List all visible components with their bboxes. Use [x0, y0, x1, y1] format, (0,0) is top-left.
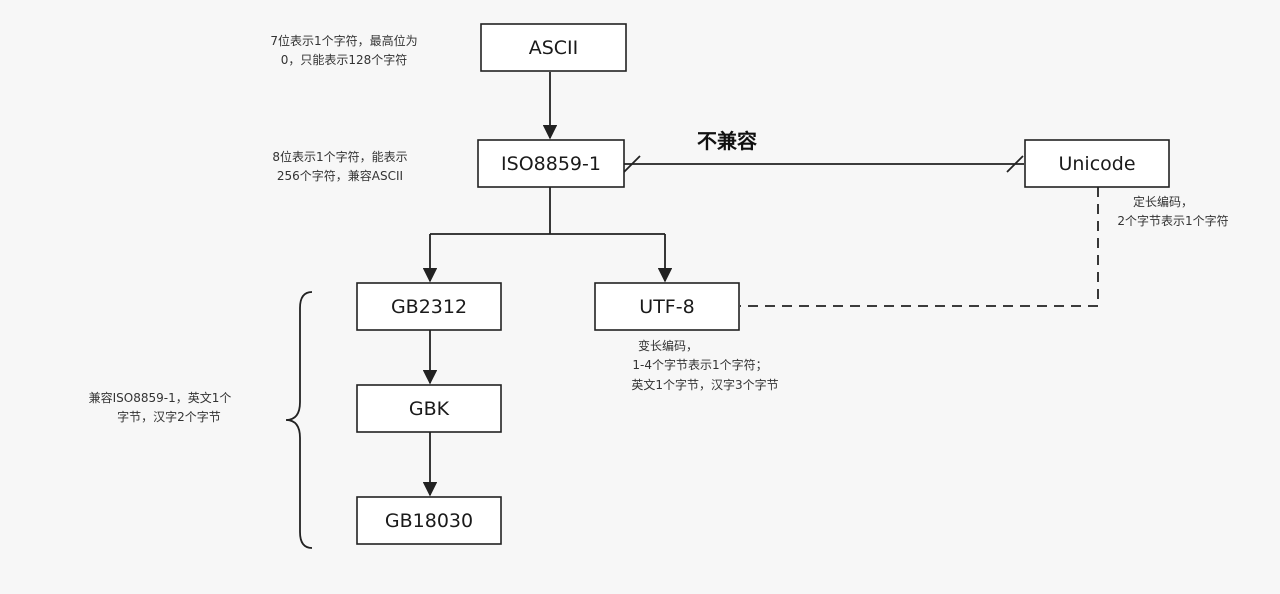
note-ascii-line-2: 0，只能表示128个字符	[281, 52, 408, 67]
node-gbk: GBK	[356, 384, 502, 433]
note-iso-line-1: 8位表示1个字符，能表示	[272, 149, 407, 164]
node-ascii-label: ASCII	[529, 37, 579, 59]
gb-family-brace	[285, 291, 313, 549]
node-utf8: UTF-8	[594, 282, 740, 331]
node-unicode-label: Unicode	[1058, 153, 1135, 175]
node-gb18030: GB18030	[356, 496, 502, 545]
incompatible-label: 不兼容	[697, 129, 757, 153]
note-unicode-line-2: 2个字节表示1个字符	[1117, 213, 1228, 228]
slash-mark-iso	[623, 155, 641, 173]
node-iso: ISO8859-1	[477, 139, 625, 188]
node-ascii: ASCII	[480, 23, 627, 72]
node-iso-label: ISO8859-1	[501, 153, 601, 175]
node-gbk-label: GBK	[409, 398, 450, 420]
note-utf8-line-3: 英文1个字节，汉字3个字节	[631, 377, 778, 392]
note-utf8-line-2: 1-4个字节表示1个字符；	[632, 357, 767, 372]
note-gb-line-1: 兼容ISO8859-1，英文1个	[89, 390, 232, 405]
note-gb-line-2: 字节，汉字2个字节	[117, 409, 221, 424]
node-utf8-label: UTF-8	[639, 296, 694, 318]
note-ascii-line-1: 7位表示1个字符，最高位为	[270, 33, 417, 48]
node-unicode: Unicode	[1024, 139, 1170, 188]
edge-unicode-utf8-dashed	[740, 187, 1099, 307]
note-iso-line-2: 256个字符，兼容ASCII	[277, 168, 403, 183]
node-gb2312-label: GB2312	[391, 296, 467, 318]
slash-mark-unicode	[1006, 155, 1024, 173]
node-gb2312: GB2312	[356, 282, 502, 331]
note-utf8-line-1: 变长编码，	[638, 338, 698, 353]
note-unicode-line-1: 定长编码，	[1133, 194, 1193, 209]
node-gb18030-label: GB18030	[385, 510, 473, 532]
